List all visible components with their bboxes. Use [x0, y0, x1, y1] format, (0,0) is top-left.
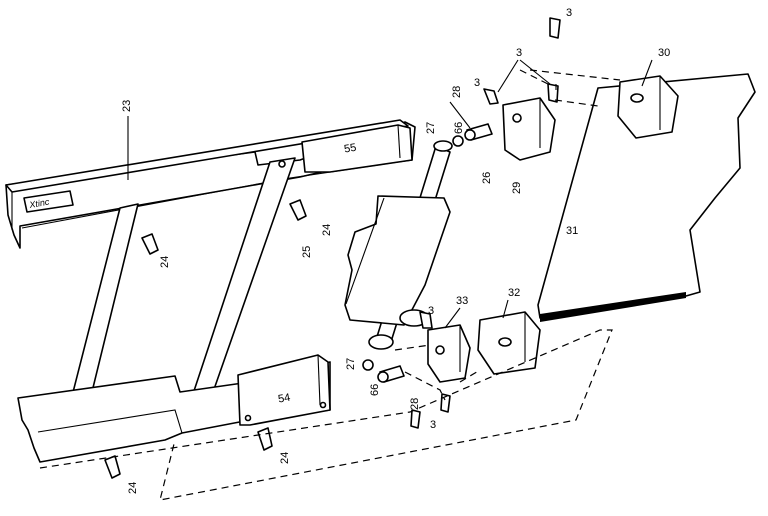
callout-66-lower: 66	[369, 384, 381, 396]
plate-31-edge	[540, 292, 686, 322]
nut-27-lower	[362, 359, 374, 371]
screw-24-c	[257, 427, 273, 451]
frame-assembly: Xtinc	[5, 119, 416, 463]
frame-upper-rail-top	[5, 119, 409, 193]
tube-hole	[278, 160, 286, 168]
callout-24-b: 24	[321, 224, 333, 236]
callout-25: 25	[301, 246, 313, 258]
screw-24-d	[104, 455, 121, 479]
callout-26: 26	[481, 172, 493, 184]
callout-23: 23	[121, 100, 133, 112]
screw-3-c	[419, 311, 433, 329]
plate-31	[537, 73, 756, 319]
roller-assembly	[344, 140, 453, 350]
screw-3-e	[410, 409, 421, 429]
screw-3-a	[483, 88, 499, 105]
lower-bracket-54	[237, 354, 331, 426]
shaft-end-lower	[368, 334, 394, 350]
cross-tube-left	[69, 203, 139, 405]
callout-55: 55	[343, 142, 357, 156]
callout-3-upper-a: 3	[516, 47, 522, 59]
callout-31: 31	[566, 225, 578, 237]
shaft-end-upper	[433, 140, 453, 152]
nut-27-upper	[452, 135, 464, 147]
frame-decal-box	[23, 190, 74, 213]
callout-3-lower-a: 3	[428, 305, 434, 317]
callout-28-lower: 28	[409, 398, 421, 410]
roller-25	[344, 195, 451, 326]
screw-24-b	[289, 199, 307, 221]
callout-labels: 3 3 3 3 3 23 24 24 24 24 25 26 27 27 28 …	[121, 7, 670, 494]
upper-bracket-55	[301, 124, 413, 173]
callout-54: 54	[277, 392, 291, 406]
callout-32: 32	[508, 287, 520, 299]
bearing-block-33	[427, 324, 471, 383]
screw-3-top	[549, 17, 561, 39]
lower-hardware	[362, 311, 471, 429]
assembly-lines	[39, 69, 621, 501]
frame-decal-text: Xtinc	[28, 197, 51, 211]
callout-3-lower-b: 3	[430, 419, 436, 431]
deck-plate-31	[477, 73, 756, 375]
callout-24-a: 24	[159, 256, 171, 268]
callout-3-upper-b: 3	[474, 77, 480, 89]
callout-30: 30	[658, 47, 670, 59]
callout-27-upper: 27	[425, 122, 437, 134]
callout-66-upper: 66	[453, 122, 465, 134]
upper-hardware	[452, 17, 561, 161]
screw-3-d	[440, 393, 451, 413]
callout-29: 29	[511, 182, 523, 194]
bearing-block-29	[502, 97, 556, 161]
leader-lines	[127, 59, 653, 329]
callout-27-lower: 27	[345, 358, 357, 370]
callout-33: 33	[456, 295, 468, 307]
screw-24-a	[141, 233, 159, 255]
callout-3-top: 3	[566, 7, 572, 19]
callout-24-d: 24	[127, 482, 139, 494]
callout-24-c: 24	[279, 452, 291, 464]
callout-28-upper: 28	[451, 86, 463, 98]
